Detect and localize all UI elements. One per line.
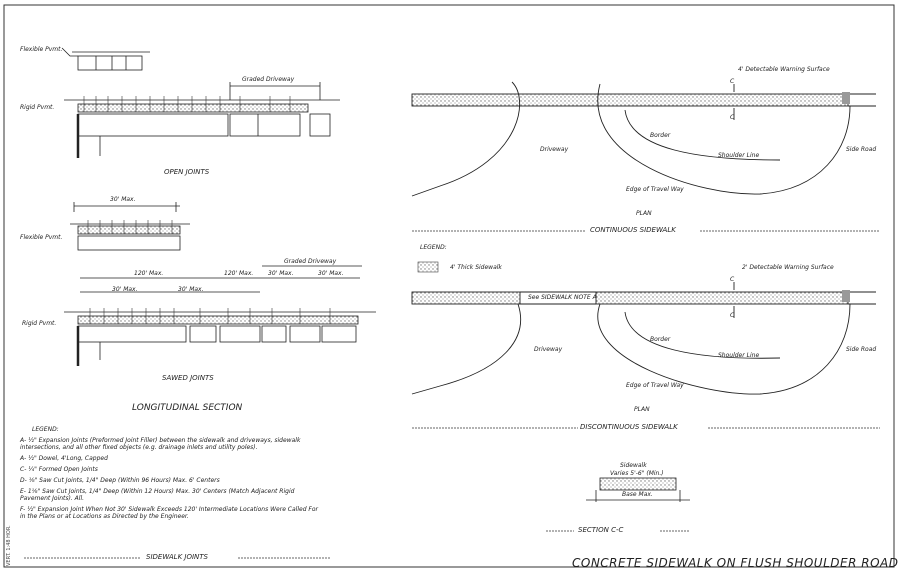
open-joints-title: OPEN JOINTS: [164, 168, 210, 176]
open-joints-detail: [61, 47, 340, 158]
disc-section-mark-bottom: C: [730, 312, 735, 319]
discontinuous-sidewalk-title: DISCONTINUOUS SIDEWALK: [580, 423, 678, 431]
cont-section-mark-top: C: [730, 78, 735, 85]
cont-edge-label: Edge of Travel Way: [626, 186, 684, 193]
open-graded-label: Graded Driveway: [242, 76, 295, 83]
cont-border-label: Border: [650, 132, 671, 139]
sawed-dim-120-b: 120' Max.: [224, 270, 254, 277]
sawed-dim-30-b: 30' Max.: [318, 270, 344, 277]
disc-side-road-label: Side Road: [846, 346, 877, 353]
open-flexible-label: Flexible Pvmt.: [20, 46, 63, 53]
cont-section-mark-bottom: C: [730, 114, 735, 121]
plan-legend-title: LEGEND:: [420, 244, 447, 251]
disc-plan-label: PLAN: [634, 406, 650, 413]
plan-legend-swatch-label: 4' Thick Sidewalk: [450, 264, 502, 271]
legend-item-3: C- ¼" Formed Open Joints: [20, 466, 98, 473]
sawed-dim-30: 30' Max.: [110, 196, 136, 203]
legend-item-4: D- ⅛" Saw Cut Joints, 1/4" Deep (Within …: [20, 477, 220, 484]
sawed-rigid-label: Rigid Pvmt.: [22, 320, 57, 327]
continuous-plan: [411, 81, 876, 197]
cont-shoulder-label: Shoulder Line: [718, 152, 760, 159]
cont-plan-label: PLAN: [636, 210, 652, 217]
longitudinal-section-title: LONGITUDINAL SECTION: [132, 403, 243, 413]
cont-side-road-label: Side Road: [846, 146, 877, 153]
disc-detectable-label: 2' Detectable Warning Surface: [742, 264, 834, 271]
sawed-joints-ticks: [87, 220, 331, 324]
legend-item-6: F- ½" Expansion Joint When Not 30' Sidew…: [20, 506, 319, 520]
disc-shoulder-label: Shoulder Line: [718, 352, 760, 359]
section-cc-title: SECTION C-C: [578, 526, 624, 534]
cont-detectable-label: 4' Detectable Warning Surface: [738, 66, 830, 73]
joints-legend-title: LEGEND:: [32, 426, 59, 433]
legend-item-1: A- ½" Expansion Joints (Preformed Joint …: [20, 437, 301, 451]
joints-legend: LEGEND: A- ½" Expansion Joints (Preforme…: [20, 426, 320, 520]
sheet-main-title: CONCRETE SIDEWALK ON FLUSH SHOULDER ROAD…: [572, 556, 898, 570]
sawed-dim-30-a: 30' Max.: [268, 270, 294, 277]
legend-item-2: A- ½" Dowel, 4'Long, Capped: [20, 455, 108, 462]
disc-sidewalk-note: See SIDEWALK NOTE A: [528, 294, 597, 301]
side-code: VERT. 1:48 HOR.: [6, 525, 12, 566]
continuous-sidewalk-title: CONTINUOUS SIDEWALK: [590, 226, 676, 234]
legend-item-5: E- 1⅛" Saw Cut Joints, 1/4" Deep (Within…: [20, 488, 295, 502]
discontinuous-plan: [411, 282, 876, 395]
section-sidewalk-label: Sidewalk: [620, 462, 647, 469]
cont-driveway-label: Driveway: [540, 146, 569, 153]
open-joints-ticks: [83, 96, 291, 112]
disc-edge-label: Edge of Travel Way: [626, 382, 684, 389]
sawed-dim-30-d: 30' Max.: [178, 286, 204, 293]
section-cc: [586, 477, 690, 502]
sawed-dim-120: 120' Max.: [134, 270, 164, 277]
disc-border-label: Border: [650, 336, 671, 343]
sidewalk-joints-title: SIDEWALK JOINTS: [146, 553, 208, 561]
legend-swatch: [417, 261, 439, 273]
section-width-label: Varies 5'-6" (Min.): [610, 470, 664, 477]
disc-driveway-label: Driveway: [534, 346, 563, 353]
open-rigid-label: Rigid Pvmt.: [20, 104, 55, 111]
sawed-graded-label: Graded Driveway: [284, 258, 337, 265]
sawed-joints-title: SAWED JOINTS: [162, 374, 214, 382]
section-base-label: Base Max.: [622, 491, 653, 498]
sawed-joints-detail: [64, 202, 376, 366]
disc-section-mark-top: C: [730, 276, 735, 283]
sawed-dim-30-c: 30' Max.: [112, 286, 138, 293]
sawed-flexible-label: Flexible Pvmt.: [20, 234, 63, 241]
sheet-border: [3, 4, 895, 568]
